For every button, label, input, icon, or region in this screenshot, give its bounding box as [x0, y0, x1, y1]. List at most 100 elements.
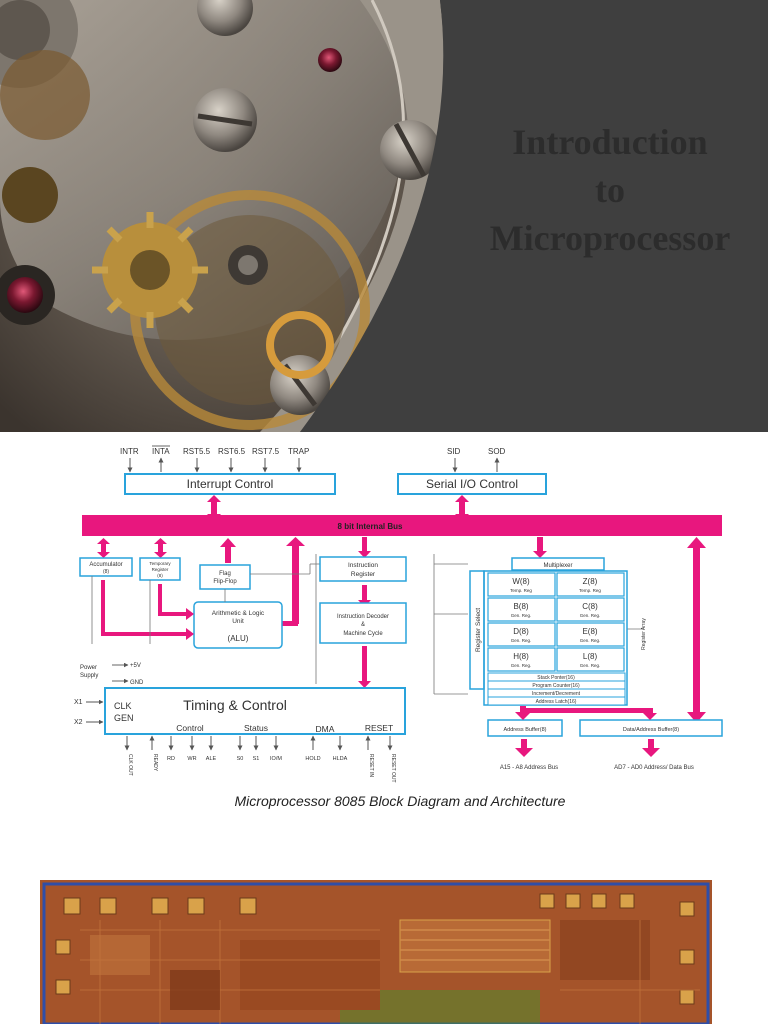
- flag-flipflop-block: [199, 564, 251, 590]
- register-name: B(8): [513, 602, 528, 611]
- temp-register-block: [139, 557, 181, 581]
- register-row: [487, 696, 626, 706]
- temp-register-line2: Register: [152, 567, 169, 572]
- register-row-label: Program Counter(16): [532, 683, 580, 689]
- slide-title: Introduction to Microprocessor: [460, 118, 760, 262]
- alu-block: [193, 601, 283, 649]
- x2-label: X2: [74, 719, 83, 726]
- clk-label: CLK: [114, 701, 132, 711]
- accumulator-block: [79, 557, 133, 577]
- register-row-label: Address Latch(16): [536, 699, 577, 705]
- decoder-line2: &: [361, 622, 365, 628]
- reset-label: RESET: [365, 723, 393, 733]
- title-line-3: Microprocessor: [489, 218, 731, 258]
- register-sub: Gen. Reg.: [580, 638, 601, 643]
- register-row-label: Increment/Decrement: [532, 691, 581, 697]
- bottom-pin-label: HLDA: [333, 756, 348, 762]
- alu-line3: (ALU): [228, 634, 249, 643]
- address-buffer-block: [487, 719, 563, 737]
- alu-line1: Arithmetic & Logic: [212, 610, 265, 617]
- instruction-register-line1: Instruction: [348, 562, 378, 569]
- register-sub: Gen. Reg.: [580, 663, 601, 668]
- bottom-pin-label: READY: [152, 754, 158, 772]
- register-sub: Gen. Reg.: [511, 663, 532, 668]
- data-address-buffer-label: Data/Address Buffer(8): [623, 727, 679, 733]
- internal-bus: [82, 515, 722, 536]
- data-address-buffer-block: [579, 719, 723, 737]
- register-cell: [556, 622, 625, 647]
- register-sub: Temp. Reg: [510, 588, 532, 593]
- register-cell: [487, 622, 556, 647]
- title-line-1: Introduction: [512, 122, 708, 162]
- instruction-register-line2: Register: [351, 571, 376, 578]
- alu-line2: Unit: [232, 618, 244, 625]
- bottom-pin-label: S0: [237, 756, 244, 762]
- status-label: Status: [244, 723, 268, 733]
- plus5v-label: +5V: [130, 663, 141, 669]
- die-photo-drawing: [40, 880, 712, 1024]
- register-name: W(8): [512, 577, 530, 586]
- title-slide: Introduction to Microprocessor: [0, 0, 768, 432]
- register-name: H(8): [513, 652, 529, 661]
- pin-inta: INTA: [152, 447, 170, 456]
- bottom-pin-label: HOLD: [305, 756, 320, 762]
- watch-mechanism-photo: [0, 0, 460, 432]
- register-sub: Gen. Reg.: [511, 638, 532, 643]
- title-line-2: to: [595, 170, 625, 210]
- flag-line1: Flag: [219, 571, 231, 577]
- pin-rst65: RST6.5: [218, 447, 246, 456]
- register-name: E(8): [582, 627, 597, 636]
- register-sub: Gen. Reg.: [580, 613, 601, 618]
- instruction-register-block: [319, 556, 407, 582]
- temp-register-size: (8): [157, 573, 163, 578]
- instruction-decoder-block: [319, 602, 407, 644]
- address-bus-label: A15 - A8 Address Bus: [500, 765, 558, 771]
- register-row-label: Stack Ponter(16): [537, 675, 575, 681]
- block-diagram-drawing: INTR INTA RST5.5 RST6.5 RST7.5 TRAP SID …: [74, 445, 723, 809]
- register-name: L(8): [583, 652, 598, 661]
- bottom-pin-label: RESET IN: [368, 754, 374, 777]
- interrupt-control-label: Interrupt Control: [187, 477, 274, 491]
- pin-rst55: RST5.5: [183, 447, 211, 456]
- serial-io-block: [397, 473, 547, 495]
- bottom-pin-label: ALE: [206, 756, 217, 762]
- dma-label: DMA: [316, 724, 335, 734]
- data-bus-label: AD7 - AD0 Address/ Data Bus: [614, 765, 694, 771]
- flag-line2: Flip-Flop: [213, 579, 237, 585]
- register-name: C(8): [582, 602, 598, 611]
- pin-trap: TRAP: [288, 447, 309, 456]
- bottom-pin-label: S1: [253, 756, 260, 762]
- register-name: D(8): [513, 627, 529, 636]
- internal-bus-label: 8 bit Internal Bus: [338, 522, 403, 531]
- temp-register-line1: Temporary: [149, 561, 171, 566]
- chip-die-photo: [40, 880, 712, 1024]
- register-cell: [487, 572, 556, 597]
- register-sub: Gen. Reg.: [511, 613, 532, 618]
- accumulator-size: (8): [103, 569, 109, 575]
- timing-control-label: Timing & Control: [183, 697, 287, 713]
- power-line1: Power: [80, 665, 97, 671]
- multiplexer-block: [511, 557, 605, 571]
- register-cell: [487, 647, 556, 672]
- gen-label: GEN: [114, 713, 134, 723]
- register-select-label: Register Select: [475, 608, 482, 652]
- decoder-line3: Machine Cycle: [343, 631, 383, 637]
- bottom-pin-label: WR: [187, 756, 196, 762]
- pin-rst75: RST7.5: [252, 447, 280, 456]
- bottom-pin-label: RESET OUT: [390, 754, 396, 783]
- address-buffer-label: Address Buffer(8): [503, 727, 546, 733]
- power-line2: Supply: [80, 673, 98, 679]
- timing-control-block: [104, 687, 406, 735]
- control-label: Control: [176, 723, 204, 733]
- gnd-label: GND: [130, 680, 144, 686]
- bottom-pin-label: IO/M: [270, 756, 282, 762]
- serial-io-label: Serial I/O Control: [426, 477, 518, 491]
- register-cell: [556, 647, 625, 672]
- register-cell: [487, 597, 556, 622]
- register-sub: Temp. Reg: [579, 588, 601, 593]
- pin-sod: SOD: [488, 447, 506, 456]
- pin-intr: INTR: [120, 447, 139, 456]
- register-array-label: Register Array: [641, 618, 647, 650]
